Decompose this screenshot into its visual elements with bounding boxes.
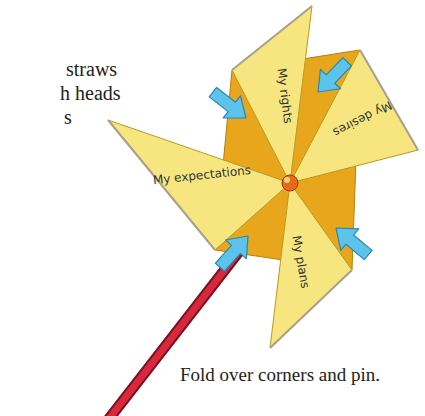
fold-shading [108,6,418,348]
body-text-fragment: s [64,106,72,129]
body-text-fragment: straws [66,58,117,81]
pinwheel-stick [108,222,262,416]
pinwheel-blades [108,6,418,348]
figure-caption: Fold over corners and pin. [180,364,380,386]
centre-pin [282,175,298,191]
body-text-fragment: h heads [60,82,121,105]
